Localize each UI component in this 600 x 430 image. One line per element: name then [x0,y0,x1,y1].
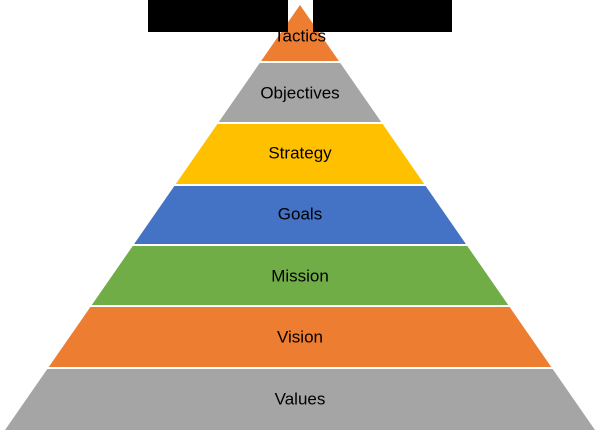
pyramid-tier-tactics[interactable] [261,5,339,61]
pyramid-tier-strategy[interactable] [175,124,425,184]
pyramid-tier-mission[interactable] [91,246,509,305]
pyramid-tier-values[interactable] [5,369,595,430]
redaction-block-right [313,0,452,32]
pyramid-tier-goals[interactable] [134,186,466,244]
redaction-block-left [148,0,288,32]
pyramid-tier-objectives[interactable] [218,63,382,122]
pyramid-tier-vision[interactable] [48,307,552,367]
